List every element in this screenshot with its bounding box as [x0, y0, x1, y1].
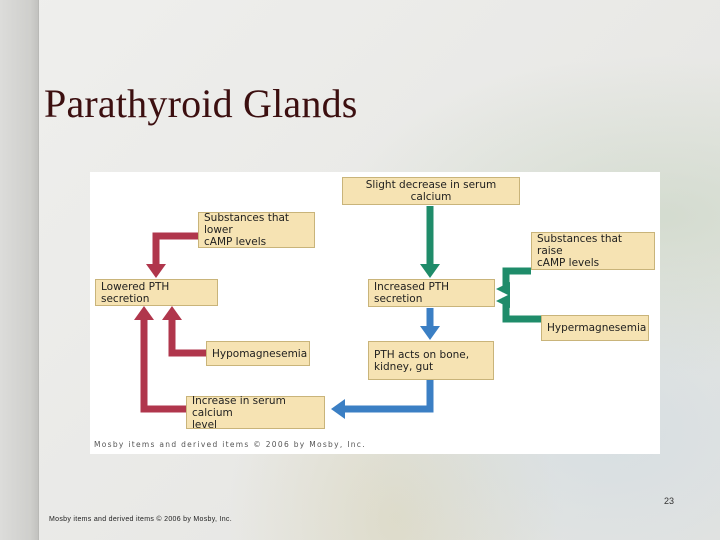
slide-number: 23	[664, 496, 674, 506]
arrowhead-hypomagnesemia	[162, 306, 182, 320]
figure-credit: Mosby items and derived items © 2006 by …	[94, 440, 366, 449]
node-substances-lower-camp: Substances that lower cAMP levels	[198, 212, 315, 248]
arrow-increase-calcium-to-lowered-pth	[144, 320, 186, 409]
node-hypermagnesemia: Hypermagnesemia	[541, 315, 649, 341]
slide-title: Parathyroid Glands	[44, 80, 358, 127]
node-increase-serum-calcium: Increase in serum calcium level	[186, 396, 325, 429]
node-increased-pth-secretion: Increased PTH secretion	[368, 279, 495, 307]
slide-side-strip	[0, 0, 38, 540]
arrow-hypermagnesemia-to-increased-pth	[506, 301, 541, 319]
arrowhead-lower-camp	[146, 264, 166, 278]
node-hypomagnesemia: Hypomagnesemia	[206, 341, 310, 366]
arrowhead-increase-calcium-blue	[331, 399, 345, 419]
slide-footer-copyright: Mosby items and derived items © 2006 by …	[49, 516, 232, 523]
node-substances-raise-camp: Substances that raise cAMP levels	[531, 232, 655, 270]
arrowhead-decrease	[420, 264, 440, 278]
node-pth-acts-on-bone-kidney-gut: PTH acts on bone, kidney, gut	[368, 341, 494, 380]
arrow-hypomagnesemia-to-lowered-pth	[172, 320, 206, 353]
arrow-lower-camp-to-lowered-pth	[156, 236, 198, 264]
arrowhead-increase-calcium	[134, 306, 154, 320]
diagram-arrows	[90, 172, 660, 454]
pth-regulation-diagram: Slight decrease in serum calcium Substan…	[90, 172, 660, 454]
node-slight-decrease-serum-calcium: Slight decrease in serum calcium	[342, 177, 520, 205]
arrowhead-pth-acts	[420, 326, 440, 340]
arrow-pth-acts-to-increase-calcium	[345, 380, 430, 409]
node-lowered-pth-secretion: Lowered PTH secretion	[95, 279, 218, 306]
slide-side-divider	[38, 0, 39, 540]
